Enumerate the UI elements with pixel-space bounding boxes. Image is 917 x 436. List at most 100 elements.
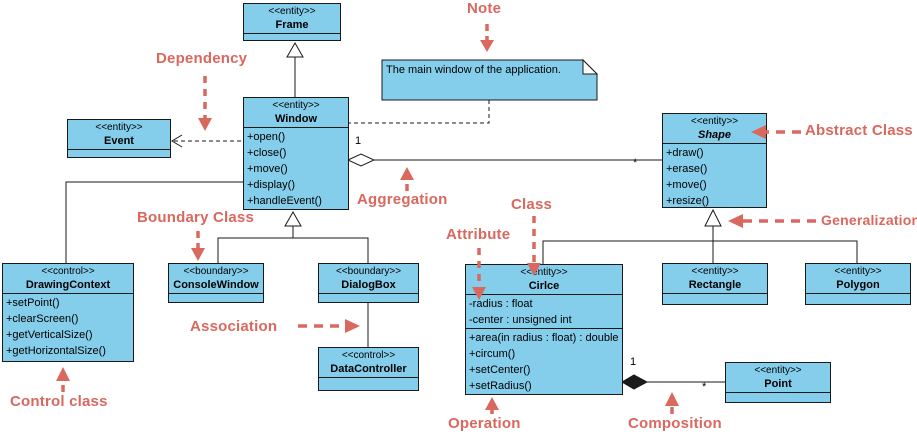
class-header: <<entity>> Window — [244, 98, 348, 128]
class-header: <<entity>> Frame — [244, 4, 340, 34]
stereotype: <<entity>> — [520, 267, 568, 278]
stereotype: <<entity>> — [754, 365, 802, 376]
class-drawingcontext: <<control>> DrawingContext +setPoint() +c… — [2, 263, 134, 362]
member-row: +move() — [247, 163, 288, 175]
multiplicity-composition-source: 1 — [630, 356, 637, 368]
class-header: <<boundary>> DialogBox — [319, 264, 418, 294]
stereotype: <<entity>> — [268, 6, 316, 17]
composition-circle-point — [621, 374, 725, 390]
annotation-arrow-control-class — [56, 367, 70, 392]
member-row: +resize() — [666, 195, 710, 207]
member-row: +draw() — [666, 147, 704, 159]
stereotype: <<control>> — [41, 266, 95, 277]
annotation-composition: Composition — [628, 415, 722, 432]
class-name: Window — [274, 113, 318, 125]
class-name: Cirlce — [528, 280, 560, 292]
operations-compartment: +open() +close() +move() +display() +handleE… — [244, 128, 348, 209]
operations-compartment: +draw() +erase() +move() +resize() — [663, 144, 766, 207]
note-anchor-line — [349, 100, 490, 124]
class-consolewindow: <<boundary>> ConsoleWindow — [168, 263, 264, 303]
annotation-association: Association — [190, 318, 278, 335]
class-name: Polygon — [836, 279, 880, 291]
class-polygon: <<entity>> Polygon — [805, 263, 911, 305]
multiplicity-composition-target: * — [702, 381, 707, 393]
annotation-arrow-aggregation — [400, 167, 414, 191]
class-header: <<entity>> Polygon — [806, 264, 910, 294]
class-name: Frame — [275, 19, 309, 31]
member-row: +clearScreen() — [6, 313, 79, 325]
annotation-arrow-generalization — [728, 214, 816, 228]
annotation-arrow-association — [298, 319, 360, 333]
annotation-arrow-boundary-class — [191, 231, 205, 261]
annotation-operation: Operation — [448, 415, 521, 432]
annotation-class: Class — [511, 196, 553, 213]
member-row: -center : unsigned int — [469, 314, 572, 326]
empty-compartment — [319, 378, 418, 390]
member-row: +setRadius() — [469, 380, 532, 392]
member-row: +circum() — [469, 348, 516, 360]
member-row: -radius : float — [469, 298, 533, 310]
multiplicity-aggregation-source: 1 — [355, 135, 362, 147]
member-row: +area(in radius : float) : double — [469, 332, 619, 344]
class-header: <<control>> DrawingContext — [3, 264, 133, 294]
annotation-arrow-note — [480, 24, 494, 52]
member-row: +move() — [666, 179, 707, 191]
annotation-dependency: Dependency — [156, 50, 248, 67]
annotation-attribute: Attribute — [446, 226, 511, 243]
dependency-window-event — [171, 134, 241, 148]
note-text: The main window of the application. — [386, 64, 561, 76]
stereotype: <<entity>> — [690, 116, 739, 127]
annotation-boundary-class: Boundary Class — [137, 209, 254, 226]
annotation-arrow-composition — [665, 392, 679, 414]
class-frame: <<entity>> Frame — [243, 3, 341, 41]
class-header: <<boundary>> ConsoleWindow — [169, 264, 263, 294]
member-row: +setCenter() — [469, 364, 531, 376]
empty-compartment — [244, 34, 340, 40]
empty-compartment — [726, 393, 830, 402]
aggregation-window-shape — [346, 153, 662, 167]
class-point: <<entity>> Point — [725, 362, 831, 403]
generalization-shapes — [542, 208, 858, 264]
member-row: +open() — [247, 131, 286, 143]
operations-compartment: +setPoint() +clearScreen() +getVerticalSiz… — [3, 294, 133, 361]
stereotype: <<boundary>> — [183, 266, 249, 277]
stereotype: <<entity>> — [691, 266, 739, 277]
annotation-arrow-dependency — [198, 76, 212, 131]
class-header: <<entity>> Point — [726, 363, 830, 393]
annotation-arrow-operation — [485, 397, 499, 414]
class-name: DrawingContext — [25, 279, 111, 291]
stereotype: <<entity>> — [834, 266, 882, 277]
class-circle: <<entity>> Cirlce -radius : float -center… — [465, 264, 623, 395]
class-dialogbox: <<boundary>> DialogBox — [318, 263, 419, 303]
class-name: DialogBox — [341, 279, 396, 291]
annotation-note: Note — [467, 0, 502, 17]
attributes-compartment: -radius : float -center : unsigned int — [466, 295, 622, 329]
class-name: DataController — [330, 363, 407, 375]
class-datacontroller: <<control>> DataController — [318, 347, 419, 391]
empty-compartment — [169, 294, 263, 302]
member-row: +getVerticalSize() — [6, 329, 93, 341]
member-row: +handleEvent() — [247, 195, 322, 207]
annotation-aggregation: Aggregation — [357, 191, 448, 208]
member-row: +erase() — [666, 163, 708, 175]
generalization-window-frame — [286, 41, 304, 97]
class-header: <<entity>> Cirlce — [466, 265, 622, 295]
stereotype: <<entity>> — [95, 122, 143, 133]
member-row: +close() — [247, 147, 287, 159]
member-row: +display() — [247, 179, 295, 191]
member-row: +setPoint() — [6, 297, 60, 309]
empty-compartment — [68, 150, 170, 157]
class-header: <<entity>> Shape — [663, 114, 766, 144]
multiplicity-aggregation-target: * — [633, 157, 638, 169]
class-window: <<entity>> Window +open() +close() +move()… — [243, 97, 349, 210]
class-header: <<entity>> Event — [68, 120, 170, 150]
stereotype: <<boundary>> — [335, 266, 402, 277]
member-row: +getHorizontalSize() — [6, 345, 106, 357]
empty-compartment — [806, 294, 910, 304]
class-event: <<entity>> Event — [67, 119, 171, 158]
stereotype: <<entity>> — [272, 100, 320, 111]
empty-compartment — [319, 294, 418, 302]
class-name: ConsoleWindow — [173, 279, 259, 291]
class-name: Point — [764, 378, 792, 390]
